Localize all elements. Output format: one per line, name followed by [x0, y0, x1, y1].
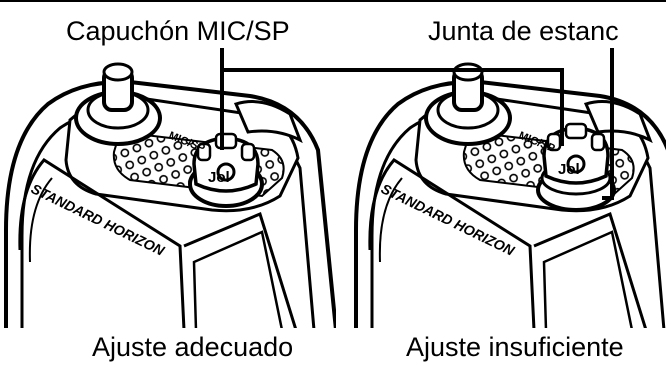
svg-text:Jol: Jol	[558, 161, 580, 178]
caption-insufficient-fit: Ajuste insuficiente	[406, 332, 624, 362]
top-rule	[0, 0, 666, 2]
svg-text:Jol: Jol	[208, 169, 230, 186]
radio-left: Jol	[4, 62, 336, 328]
caption-proper-fit: Ajuste adecuado	[92, 332, 294, 362]
callout-gasket-label: Junta de estanc	[428, 16, 619, 46]
gasket-leader	[602, 48, 614, 200]
leader-lines	[220, 48, 614, 200]
cap-leader-bridge	[222, 68, 564, 146]
callout-cap-label: Capuchón MIC/SP	[66, 16, 290, 46]
radio-right: Jol	[354, 62, 666, 328]
